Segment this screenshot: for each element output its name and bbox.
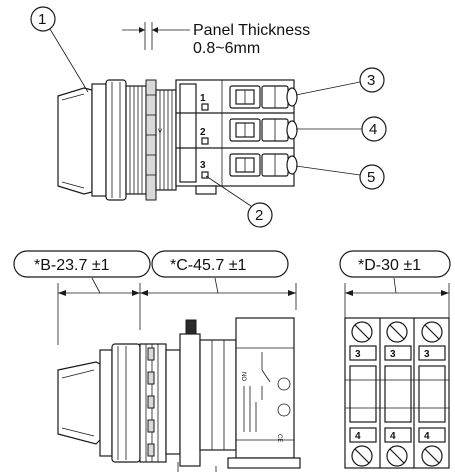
panel-thickness-title: Panel Thickness [193, 22, 310, 39]
svg-text:V: V [158, 129, 162, 135]
side-view: NO CE [57, 317, 301, 472]
callout-1 [30, 6, 56, 32]
threaded-ring-top [125, 79, 157, 201]
callout-3 [359, 67, 385, 93]
dimension-lines [57, 277, 450, 345]
terminal-number-1: 1 [200, 93, 206, 104]
rear-bottom-screws [351, 445, 443, 467]
terminal-number-3: 3 [200, 160, 206, 171]
knob-flange-top [91, 83, 107, 197]
rear-bottom-label-3: 4 [424, 431, 430, 442]
contact-block-top [175, 79, 298, 195]
rear-view: 3 3 3 4 4 4 [344, 317, 450, 469]
rear-top-screws [351, 321, 443, 343]
callout-5 [359, 164, 385, 190]
dimension-c-label: *C-45.7 ±1 [170, 257, 246, 274]
callout-1-label: 1 [38, 11, 46, 28]
rear-bottom-label-1: 4 [355, 431, 361, 442]
dimension-d-box [339, 250, 451, 278]
callout-3-label: 3 [367, 72, 375, 89]
callout-4-label: 4 [369, 121, 377, 138]
dimension-b-label: *B-23.7 ±1 [34, 257, 110, 274]
callout-2-label: 2 [255, 207, 263, 224]
rear-bottom-label-2: 4 [390, 431, 396, 442]
knob-top [57, 87, 93, 195]
dimension-d-label: *D-30 ±1 [358, 257, 421, 274]
callout-5-label: 5 [367, 169, 375, 186]
top-view: V [30, 6, 387, 228]
knob-side [57, 361, 101, 445]
panel-thickness-range: 0.8~6mm [193, 40, 260, 57]
dimension-c-box [151, 250, 289, 278]
dimension-labels: *B-23.7 ±1 *C-45.7 ±1 *D-30 ±1 [13, 250, 451, 278]
rear-top-label-3: 3 [424, 349, 430, 360]
rear-top-label-1: 3 [355, 349, 361, 360]
dimension-b-box [13, 250, 151, 278]
callout-2 [247, 202, 273, 228]
panel-thickness-indicator [122, 22, 190, 50]
terminal-number-2: 2 [200, 127, 206, 138]
no-marking: NO [240, 372, 246, 381]
ce-marking: CE [276, 434, 282, 442]
contact-block-side [235, 317, 295, 459]
rear-top-label-2: 3 [390, 349, 396, 360]
